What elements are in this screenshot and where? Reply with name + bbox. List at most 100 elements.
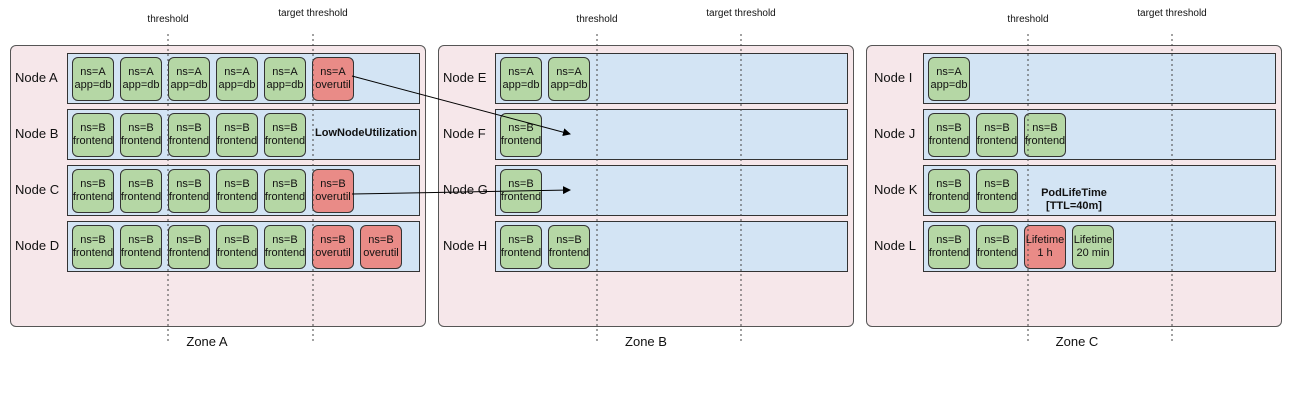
node-label-node-a: Node A — [15, 70, 58, 85]
pod-line-1: ns=B — [80, 122, 106, 134]
pod-line-1: ns=B — [272, 122, 298, 134]
pod-line-1: ns=B — [80, 178, 106, 190]
pod-line-1: ns=B — [128, 234, 154, 246]
pod-line-2: app=db — [266, 79, 304, 91]
node-label-node-h: Node H — [443, 238, 488, 253]
pod-line-2: frontend — [500, 191, 542, 203]
low-node-utilization-label: LowNodeUtilization — [315, 127, 418, 139]
pod-line-1: ns=A — [128, 66, 154, 78]
pod-line-2: frontend — [168, 135, 210, 147]
pod-line-1: ns=A — [224, 66, 250, 78]
pod-line-2: frontend — [120, 247, 162, 259]
pod-line-2: 1 h — [1037, 247, 1053, 259]
node-label-node-e: Node E — [443, 70, 487, 85]
pod-line-1: ns=B — [176, 122, 202, 134]
node-label-node-f: Node F — [443, 126, 486, 141]
pod-line-1: ns=B — [936, 122, 962, 134]
pod-line-2: frontend — [216, 191, 258, 203]
pod-line-1: ns=B — [508, 122, 534, 134]
pod-line-2: frontend — [120, 191, 162, 203]
pod-line-2: overutil — [363, 247, 399, 259]
pod-line-2: app=db — [550, 79, 588, 91]
pod-line-2: app=db — [218, 79, 256, 91]
pod-line-2: frontend — [976, 247, 1018, 259]
zone-c-label: Zone C — [1055, 334, 1099, 349]
pod-line-1: ns=A — [936, 66, 962, 78]
pod-lifetime-title: PodLifeTime — [1041, 187, 1107, 199]
pod-line-2: frontend — [264, 191, 306, 203]
threshold-label-b: threshold — [576, 14, 618, 25]
pod-line-1: Lifetime — [1025, 234, 1065, 246]
pod-line-1: ns=B — [320, 178, 346, 190]
pod-line-2: frontend — [216, 135, 258, 147]
pod-line-1: ns=B — [176, 178, 202, 190]
pod-line-2: app=db — [122, 79, 160, 91]
pod-line-2: frontend — [72, 191, 114, 203]
pod-line-1: ns=B — [368, 234, 394, 246]
pod-line-1: ns=A — [272, 66, 298, 78]
pod-line-2: app=db — [74, 79, 112, 91]
pod-line-2: frontend — [976, 191, 1018, 203]
pod-line-1: ns=B — [984, 234, 1010, 246]
pod-line-1: ns=B — [984, 122, 1010, 134]
pod-line-2: frontend — [264, 247, 306, 259]
pod-line-2: frontend — [976, 135, 1018, 147]
pod-line-1: ns=B — [508, 234, 534, 246]
threshold-label-a: threshold — [147, 14, 189, 25]
node-label-node-l: Node L — [874, 238, 916, 253]
pod-lifetime-label: PodLifeTime [TTL=40m] — [1024, 187, 1124, 213]
pod-line-2: frontend — [168, 247, 210, 259]
pod-line-2: frontend — [928, 135, 970, 147]
pod-line-1: ns=A — [80, 66, 106, 78]
target-threshold-label-b: target threshold — [706, 8, 776, 19]
node-label-node-b: Node B — [15, 126, 59, 141]
pod-line-1: ns=B — [272, 234, 298, 246]
pod-line-2: frontend — [264, 135, 306, 147]
pod-line-2: frontend — [120, 135, 162, 147]
pod-lifetime-ttl: [TTL=40m] — [1046, 200, 1102, 212]
pod-line-2: app=db — [502, 79, 540, 91]
pod-line-2: overutil — [315, 191, 351, 203]
pod-line-1: ns=B — [508, 178, 534, 190]
node-label-node-j: Node J — [874, 126, 916, 141]
pod-line-2: overutil — [315, 247, 351, 259]
pod-line-1: ns=B — [224, 178, 250, 190]
pod-line-1: ns=A — [320, 66, 346, 78]
pod-line-2: app=db — [170, 79, 208, 91]
pod-line-2: frontend — [168, 191, 210, 203]
pod-line-1: ns=B — [176, 234, 202, 246]
target-threshold-label-c: target threshold — [1137, 8, 1207, 19]
pod-line-1: ns=B — [224, 122, 250, 134]
